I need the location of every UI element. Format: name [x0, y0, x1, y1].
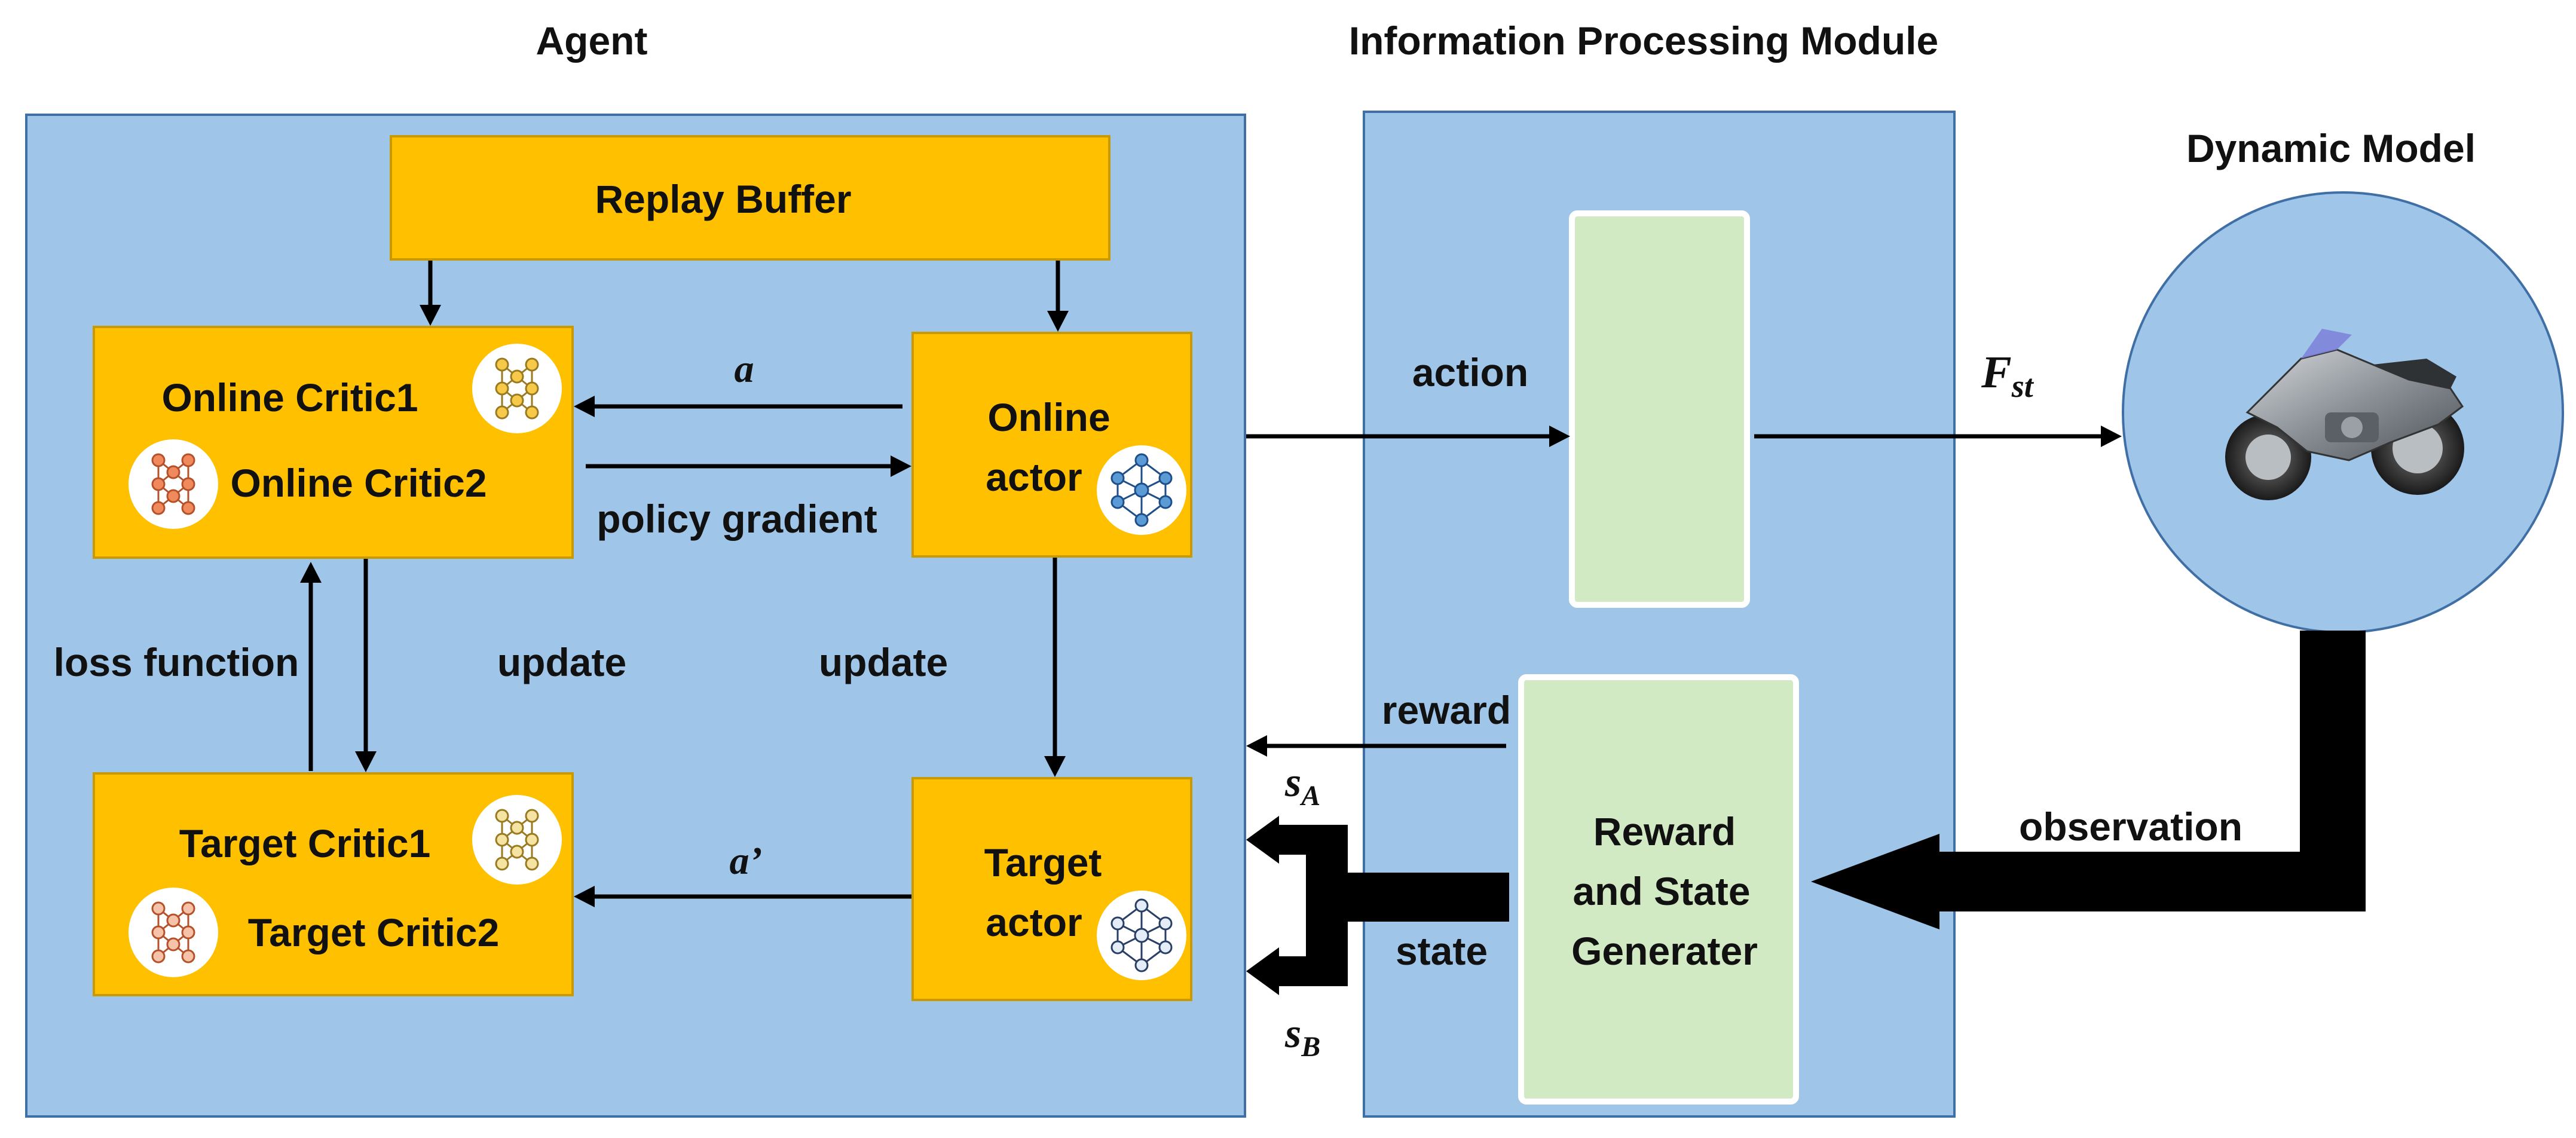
- label-policy-gradient: policy gradient: [596, 497, 877, 541]
- graph-network-icon: [1097, 891, 1186, 980]
- label-action: action: [1412, 350, 1529, 394]
- arrowhead-a: [574, 396, 595, 417]
- online-critic2-label: Online Critic2: [230, 461, 487, 505]
- motorcycle-icon: [2211, 323, 2480, 514]
- label-s-a: sA: [1285, 762, 1320, 810]
- target-actor-label-line1: Target: [984, 840, 1102, 885]
- generator-label-line2: and State: [1572, 869, 1751, 913]
- label-f-st-sub: st: [2011, 368, 2033, 405]
- label-f-st-main: F: [1981, 347, 2012, 397]
- online-actor-label-line2: actor: [986, 455, 1082, 499]
- neural-network-icon: [129, 888, 218, 977]
- graph-network-icon: [1097, 445, 1186, 535]
- label-s-b-main: s: [1285, 1011, 1302, 1057]
- state-branch-a: [1273, 825, 1348, 855]
- label-s-a-main: s: [1285, 760, 1302, 806]
- arrowhead-policy-gradient: [891, 455, 911, 477]
- arrowhead-a-prime: [574, 886, 595, 907]
- action-processor-box: [1569, 210, 1750, 608]
- state-arrowhead-a: [1246, 816, 1279, 864]
- neural-network-icon: [129, 439, 218, 529]
- reward-state-generator-box: [1518, 674, 1799, 1105]
- arrowhead-buffer-to-critic: [420, 305, 441, 326]
- neural-network-icon: [472, 344, 562, 433]
- arrowhead-reward: [1246, 735, 1267, 757]
- state-branch-b: [1273, 956, 1348, 986]
- label-f-st: Fst: [1981, 350, 2033, 402]
- label-a-prime: a’: [729, 839, 763, 883]
- target-actor-label-line2: actor: [986, 900, 1082, 944]
- arrowhead-buffer-to-actor: [1047, 311, 1069, 332]
- label-s-b-sub: B: [1301, 1031, 1321, 1063]
- observation-bar: [1933, 852, 2366, 911]
- label-observation: observation: [2018, 804, 2243, 849]
- replay-buffer-label: Replay Buffer: [595, 177, 852, 221]
- ipm-title: Information Processing Module: [1348, 19, 1939, 63]
- dynamic-model-title: Dynamic Model: [2186, 126, 2476, 170]
- label-update-left: update: [497, 640, 627, 684]
- target-critic2-label: Target Critic2: [247, 910, 500, 955]
- label-a: a: [734, 347, 754, 391]
- state-bar: [1333, 873, 1509, 922]
- observation-arrowhead: [1811, 834, 1939, 929]
- label-s-b: sB: [1285, 1013, 1320, 1061]
- label-reward: reward: [1381, 688, 1512, 732]
- arrowhead-fst: [2101, 426, 2122, 447]
- arrowhead-update-actor: [1044, 756, 1066, 777]
- generator-label-line1: Reward: [1593, 809, 1736, 854]
- label-state: state: [1395, 929, 1488, 973]
- neural-network-icon: [472, 795, 562, 885]
- label-update-right: update: [818, 640, 949, 684]
- replay-buffer-box: [390, 135, 1110, 261]
- label-loss-function: loss function: [53, 640, 299, 684]
- generator-label-line3: Generater: [1571, 929, 1758, 973]
- online-actor-label-line1: Online: [987, 395, 1110, 439]
- label-s-a-sub: A: [1301, 780, 1321, 812]
- arrowhead-update-critic: [355, 751, 377, 772]
- online-critic1-label: Online Critic1: [161, 375, 418, 420]
- state-arrowhead-b: [1246, 947, 1279, 995]
- target-critic1-label: Target Critic1: [179, 821, 431, 865]
- arrowhead-action: [1549, 426, 1570, 447]
- arrowhead-loss-function: [300, 562, 322, 583]
- agent-title: Agent: [536, 19, 648, 63]
